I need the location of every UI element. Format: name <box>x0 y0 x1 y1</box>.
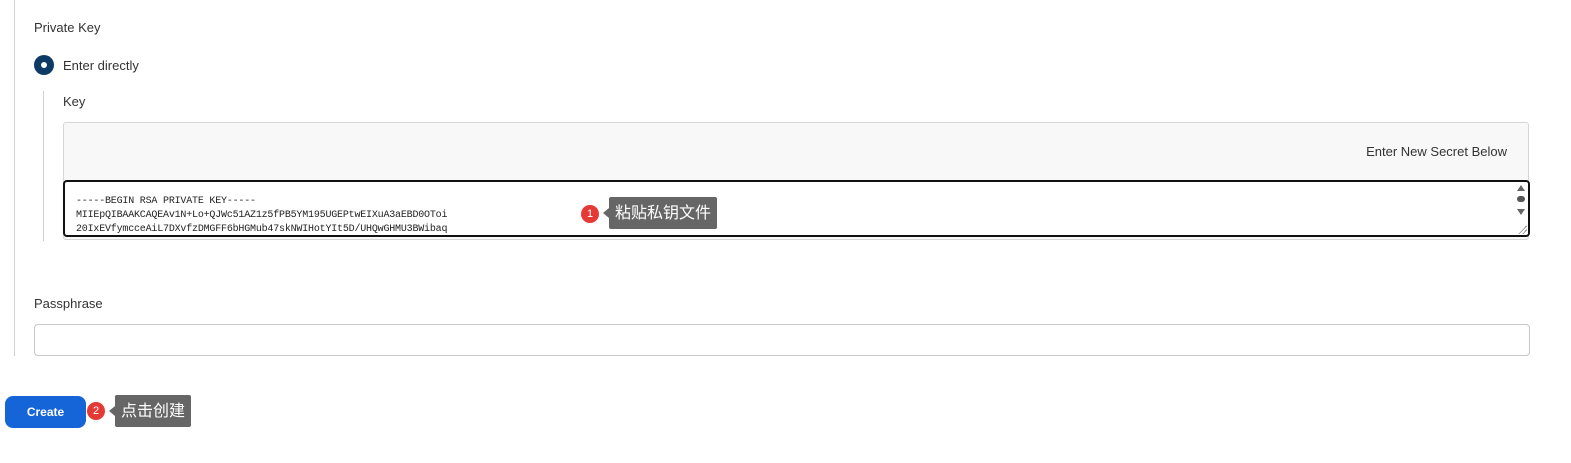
enter-directly-label[interactable]: Enter directly <box>63 58 139 73</box>
private-key-textarea[interactable]: -----BEGIN RSA PRIVATE KEY----- MIIEpQIBA… <box>63 180 1530 237</box>
key-line: -----BEGIN RSA PRIVATE KEY----- <box>76 196 256 207</box>
passphrase-input[interactable] <box>34 324 1530 356</box>
key-line: MIIEpQIBAAKCAQEAv1N+Lo+QJWc51AZ1z5fPB5YM… <box>76 210 448 221</box>
enter-directly-radio[interactable] <box>34 55 54 75</box>
nested-section-border <box>43 91 44 241</box>
step-2-badge: 2 <box>87 402 105 420</box>
step-2-callout: 点击创建 <box>108 395 192 427</box>
step-1-callout: 粘贴私钥文件 <box>602 197 718 229</box>
scroll-thumb[interactable] <box>1517 196 1525 202</box>
key-label: Key <box>63 94 86 109</box>
scroll-down-arrow-icon[interactable] <box>1517 209 1525 215</box>
private-key-label: Private Key <box>34 20 101 35</box>
step-1-badge: 1 <box>581 205 599 223</box>
radio-selected-dot <box>41 62 47 68</box>
resize-grip-icon[interactable] <box>1517 224 1527 234</box>
private-key-text: -----BEGIN RSA PRIVATE KEY----- MIIEpQIBA… <box>76 195 448 235</box>
passphrase-label: Passphrase <box>34 296 103 311</box>
scroll-up-arrow-icon[interactable] <box>1517 185 1525 191</box>
secret-header-text: Enter New Secret Below <box>1366 144 1507 159</box>
section-border <box>14 0 15 356</box>
key-line: 20IxEVfymcceAiL7DXvfzDMGFF6bHGMub47skNWI… <box>76 224 448 235</box>
create-button[interactable]: Create <box>5 396 86 428</box>
textarea-scrollbar[interactable] <box>1516 184 1526 220</box>
